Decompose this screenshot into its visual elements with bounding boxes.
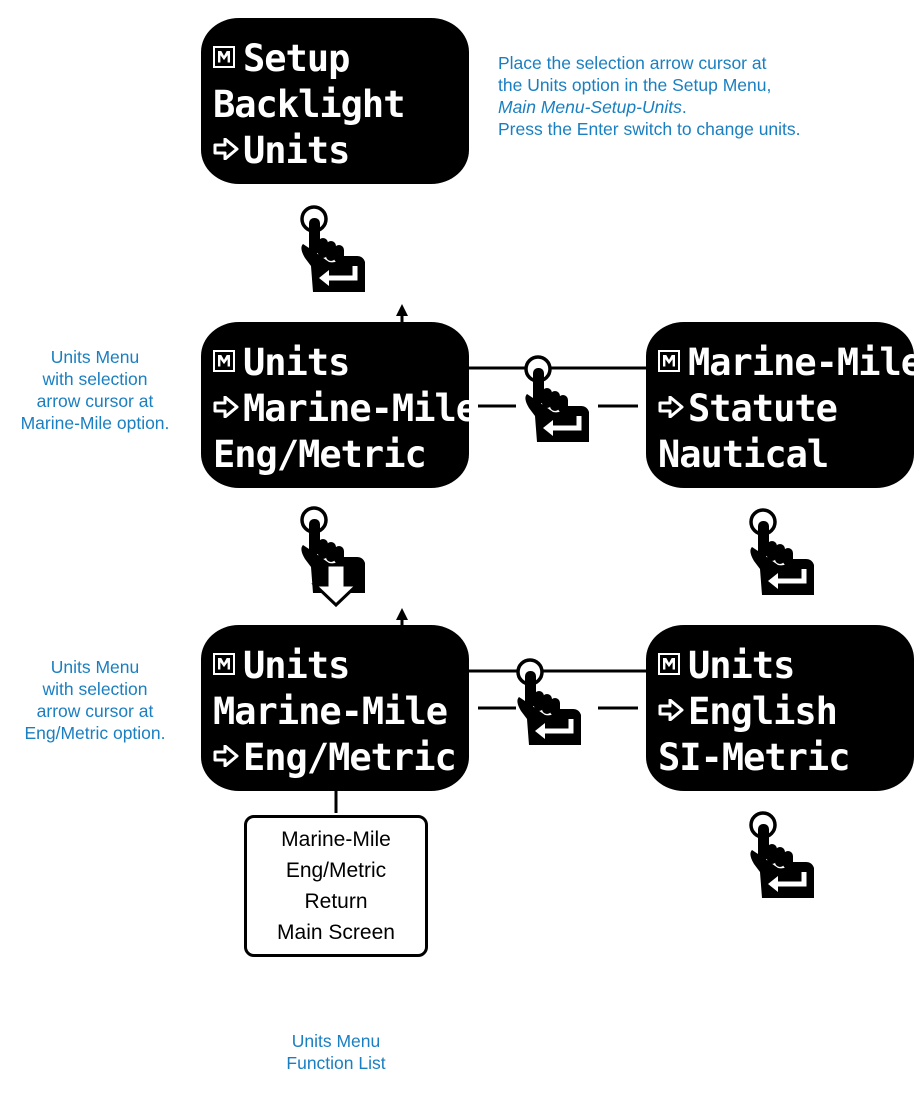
note-line: arrow cursor at (36, 391, 154, 411)
screen-title-row: Units (658, 644, 795, 687)
note-line: Marine-Mile option. (20, 413, 170, 433)
screen-title-row: Units (213, 341, 350, 384)
screen-title: Units (243, 644, 350, 687)
note-line: Main Menu-Setup-Units. (498, 97, 687, 117)
enter-hand-icon (515, 657, 585, 747)
selection-arrow-icon (213, 137, 239, 160)
caption-line: Function List (286, 1053, 386, 1073)
screen-title-row: Marine-Mile (658, 344, 914, 381)
enter-hand-icon (748, 507, 818, 597)
menu-m-icon (213, 45, 235, 68)
menu-option: SI-Metric (658, 736, 850, 779)
eng-metric-menu-screen: Units English SI-Metric (646, 625, 914, 791)
units-menu-eng-note: Units Menu with selection arrow cursor a… (0, 656, 190, 744)
menu-m-icon (658, 349, 680, 372)
marine-mile-menu-screen: Marine-Mile Statute Nautical (646, 322, 914, 488)
enter-hand-icon (299, 204, 369, 294)
note-line: Units Menu (50, 347, 140, 367)
function-list-item: Return (304, 890, 368, 913)
menu-option: Backlight (213, 83, 405, 126)
function-list-item: Marine-Mile (281, 828, 391, 851)
screen-title: Units (243, 341, 350, 384)
enter-hand-icon (748, 810, 818, 900)
menu-option-selected: Eng/Metric (213, 739, 457, 776)
caption-line: Units Menu (291, 1031, 381, 1051)
menu-m-icon (213, 349, 235, 372)
selection-arrow-icon (213, 395, 239, 418)
menu-option-selected: Units (213, 132, 350, 169)
menu-option: Nautical (658, 433, 829, 476)
note-line: with selection (42, 369, 148, 389)
note-line: Eng/Metric option. (24, 723, 166, 743)
setup-menu-screen: Setup Backlight Units (201, 18, 469, 184)
menu-option: Marine-Mile (213, 690, 448, 733)
screen-title-row: Units (213, 644, 350, 687)
function-list-item: Main Screen (277, 921, 395, 944)
instruction-note: Place the selection arrow cursor at the … (498, 52, 801, 140)
enter-hand-icon (523, 354, 593, 444)
note-line: Units Menu (50, 657, 140, 677)
selection-arrow-icon (658, 395, 684, 418)
note-line: with selection (42, 679, 148, 699)
units-menu-marine-note: Units Menu with selection arrow cursor a… (0, 346, 190, 434)
note-line: the Units option in the Setup Menu, (498, 75, 772, 95)
menu-option: Eng/Metric (213, 433, 427, 476)
menu-m-icon (658, 652, 680, 675)
menu-option-selected: Statute (658, 390, 838, 427)
screen-title: Units (688, 644, 795, 687)
selection-arrow-icon (658, 698, 684, 721)
note-line: Press the Enter switch to change units. (498, 119, 801, 139)
note-line: Place the selection arrow cursor at (498, 53, 767, 73)
menu-m-icon (213, 652, 235, 675)
screen-title: Setup (243, 37, 350, 80)
menu-option-selected: Marine-Mile (213, 390, 469, 427)
screen-title-row: Setup (213, 37, 350, 80)
note-line: arrow cursor at (36, 701, 154, 721)
down-hand-icon (299, 505, 369, 609)
function-list-caption: Units Menu Function List (236, 1030, 436, 1074)
menu-option-selected: English (658, 693, 838, 730)
screen-title: Marine-Mile (688, 341, 914, 384)
units-menu-screen-eng: Units Marine-Mile Eng/Metric (201, 625, 469, 791)
units-menu-screen-marine: Units Marine-Mile Eng/Metric (201, 322, 469, 488)
selection-arrow-icon (213, 744, 239, 767)
function-list-item: Eng/Metric (285, 859, 387, 882)
units-function-list: Marine-Mile Eng/Metric Return Main Scree… (244, 815, 428, 957)
